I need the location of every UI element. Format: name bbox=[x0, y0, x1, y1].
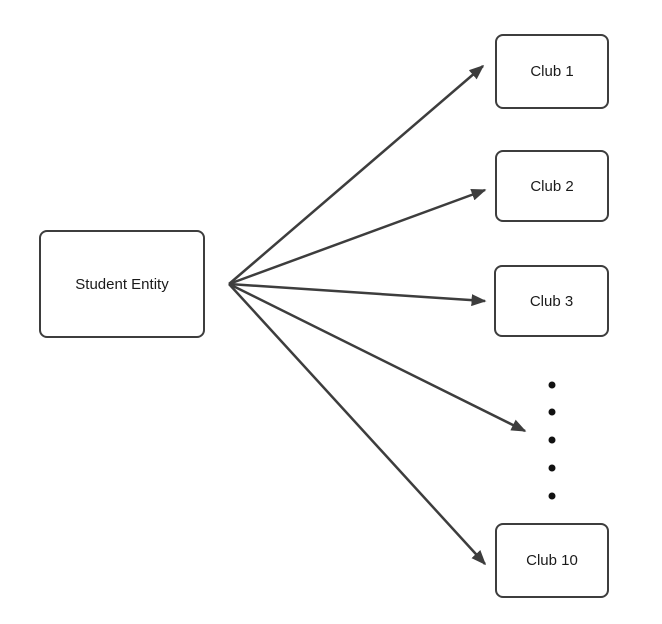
ellipsis-dot bbox=[548, 492, 556, 500]
node-club-1[interactable]: Club 1 bbox=[495, 34, 609, 109]
node-club-3[interactable]: Club 3 bbox=[494, 265, 609, 337]
ellipsis-dot bbox=[548, 464, 556, 472]
node-club-3-label: Club 3 bbox=[529, 292, 574, 310]
node-club-10[interactable]: Club 10 bbox=[495, 523, 609, 598]
node-club-2[interactable]: Club 2 bbox=[495, 150, 609, 222]
edge-student-to-club-10 bbox=[228, 283, 487, 566]
edge-student-to-club-1 bbox=[228, 65, 485, 285]
node-club-10-label: Club 10 bbox=[526, 552, 578, 569]
node-club-2-label: Club 2 bbox=[530, 177, 574, 195]
node-student-entity-label: Student Entity bbox=[75, 275, 169, 293]
ellipsis-dot bbox=[548, 381, 556, 389]
node-club-1-label: Club 1 bbox=[530, 63, 574, 80]
edge-student-to-club-3 bbox=[228, 282, 487, 307]
ellipsis-dot bbox=[548, 436, 556, 444]
edge-student-to-club-2 bbox=[228, 188, 487, 286]
node-student-entity[interactable]: Student Entity bbox=[39, 230, 205, 338]
ellipsis-dot bbox=[548, 408, 556, 416]
edge-student-to-ellipsis bbox=[228, 282, 527, 433]
